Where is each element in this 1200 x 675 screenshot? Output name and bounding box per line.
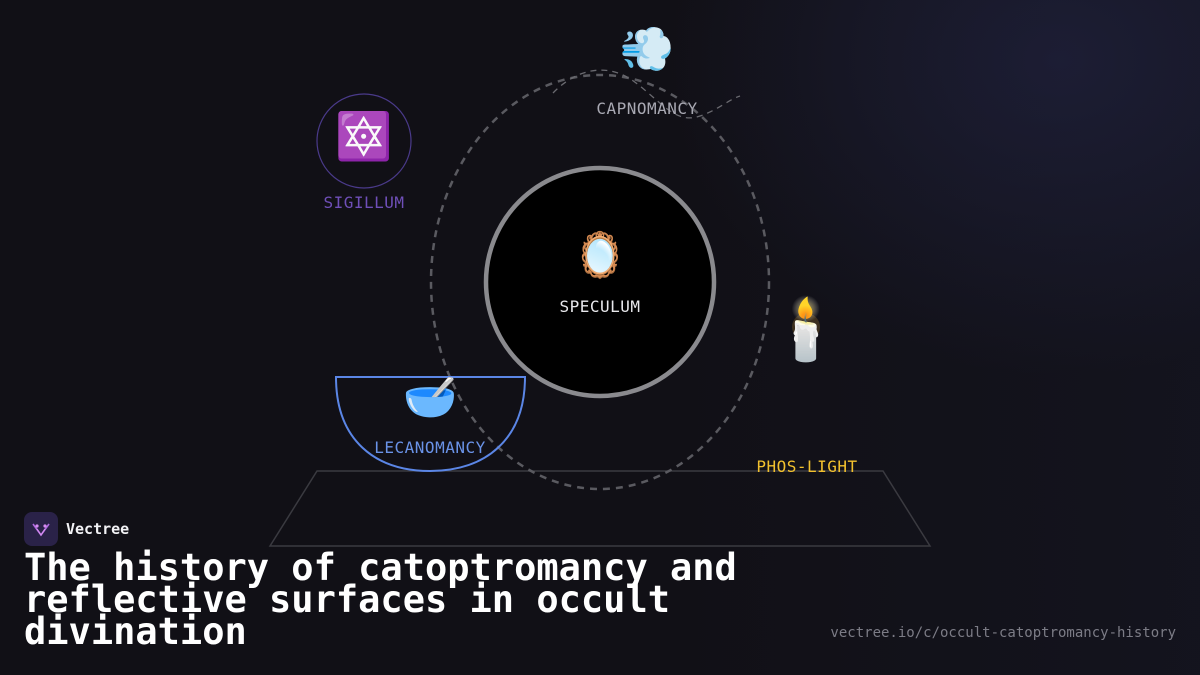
speculum-label: SPECULUM bbox=[559, 297, 641, 316]
brand[interactable]: Vectree bbox=[24, 512, 129, 546]
speculum-mirror bbox=[483, 165, 717, 399]
mirror-icon: 🪞 bbox=[572, 230, 628, 281]
page-title: The history of catoptromancy and reflect… bbox=[24, 546, 737, 653]
sigil-circle bbox=[316, 93, 412, 189]
orbit-path bbox=[429, 73, 771, 491]
phos-light-label: PHOS-LIGHT bbox=[756, 457, 858, 476]
scrying-bowl bbox=[334, 376, 527, 473]
candle-glow bbox=[792, 313, 820, 341]
lecanomancy-label: LECANOMANCY bbox=[374, 438, 486, 457]
candle-icon: 🕯️ bbox=[768, 295, 844, 365]
six-pointed-star-icon: 🔯 bbox=[335, 109, 393, 163]
sigillum-label: SIGILLUM bbox=[323, 193, 405, 212]
page-url[interactable]: vectree.io/c/occult-catoptromancy-histor… bbox=[830, 625, 1176, 641]
capnomancy-label: CAPNOMANCY bbox=[596, 99, 698, 118]
altar-platform bbox=[268, 470, 932, 547]
brand-name: Vectree bbox=[66, 520, 130, 538]
smoke-puff-icon: 💨 bbox=[619, 24, 675, 75]
bowl-with-spoon-icon: 🥣 bbox=[402, 372, 458, 423]
vectree-logo-icon bbox=[24, 512, 58, 546]
smoke-wisp bbox=[552, 69, 741, 119]
